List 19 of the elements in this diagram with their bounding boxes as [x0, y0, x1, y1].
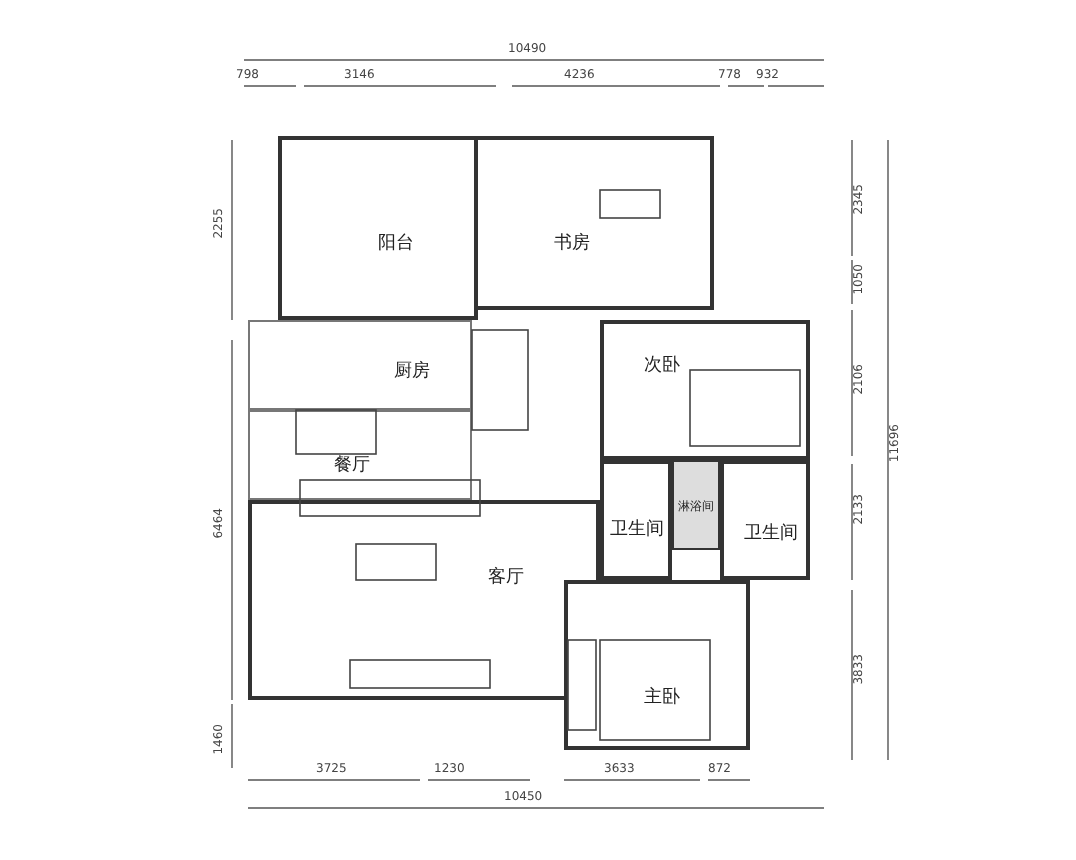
room-label: 餐厅 [334, 453, 370, 478]
room-outline [248, 500, 600, 700]
room-outline [672, 460, 720, 550]
room-label: 卫生间 [610, 517, 664, 542]
room-label: 主卧 [644, 685, 680, 710]
room-label: 次卧 [644, 353, 680, 378]
room-outline [248, 320, 472, 410]
room-label: 厨房 [394, 359, 430, 384]
room-label: 阳台 [378, 231, 414, 256]
room-label: 客厅 [488, 565, 524, 590]
room-outline [600, 320, 810, 460]
room-outline [248, 410, 472, 500]
room-label: 书房 [554, 231, 590, 256]
room-outline [564, 580, 750, 750]
room-outline [600, 460, 672, 580]
room-outline [474, 136, 714, 310]
room-outline [720, 460, 810, 580]
room-outline [278, 136, 478, 320]
room-label: 卫生间 [744, 521, 798, 546]
